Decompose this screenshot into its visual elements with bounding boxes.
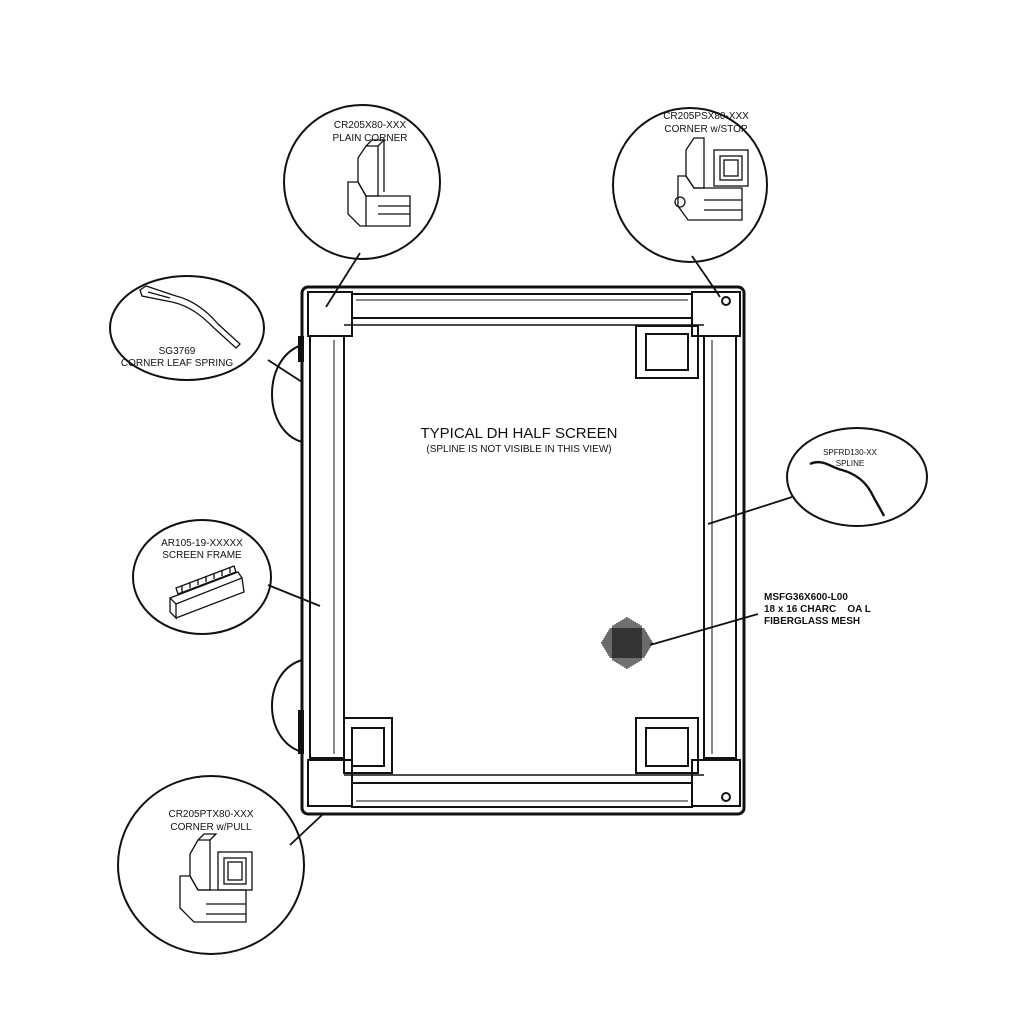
leaf-spring-desc: CORNER LEAF SPRING xyxy=(121,358,233,369)
screen-frame-desc: SCREEN FRAME xyxy=(162,550,242,561)
plain-corner-desc: PLAIN CORNER xyxy=(332,133,407,144)
corner-stop-desc: CORNER w/STOP xyxy=(664,124,747,135)
mesh-spec: 18 x 16 CHARC OA L xyxy=(764,604,871,615)
spline-desc: SPLINE xyxy=(836,459,864,468)
plain-corner-part: CR205X80-XXX xyxy=(334,120,407,131)
leaf-spring-part: SG3769 xyxy=(159,346,196,357)
callout-spline xyxy=(786,427,928,527)
callout-plain-corner xyxy=(283,104,441,260)
fiberglass-mesh-symbol xyxy=(601,617,653,669)
callout-leaf-spring xyxy=(109,275,265,381)
leaf-spring-upper xyxy=(271,336,304,443)
callout-screen-frame xyxy=(132,519,272,635)
leader-lines xyxy=(267,252,793,846)
corner-pull-part: CR205PTX80-XXX xyxy=(168,809,253,820)
corner-top-left xyxy=(307,291,353,337)
mesh-desc: FIBERGLASS MESH xyxy=(764,616,860,627)
leaf-spring-lower xyxy=(271,659,304,754)
labels: CR205X80-XXX PLAIN CORNER CR205PSX80-XXX… xyxy=(121,111,878,833)
corner-stop-part: CR205PSX80-XXX xyxy=(663,111,749,122)
diagram-title: TYPICAL DH HALF SCREEN xyxy=(421,425,618,442)
screen-frame-part: AR105-19-XXXXX xyxy=(161,538,243,549)
corner-top-right xyxy=(635,291,741,379)
mesh-part: MSFG36X600-L00 xyxy=(764,592,848,603)
corner-bottom-right xyxy=(635,717,741,807)
callout-corner-stop xyxy=(612,107,768,263)
corner-bottom-left xyxy=(307,717,393,807)
corner-pull-desc: CORNER w/PULL xyxy=(170,822,252,833)
spline-part: SPFRD130-XX xyxy=(823,448,877,457)
screen-frame-assembly xyxy=(271,285,746,816)
callout-corner-pull xyxy=(117,775,305,955)
diagram-subtitle: (SPLINE IS NOT VISIBLE IN THIS VIEW) xyxy=(426,444,611,455)
